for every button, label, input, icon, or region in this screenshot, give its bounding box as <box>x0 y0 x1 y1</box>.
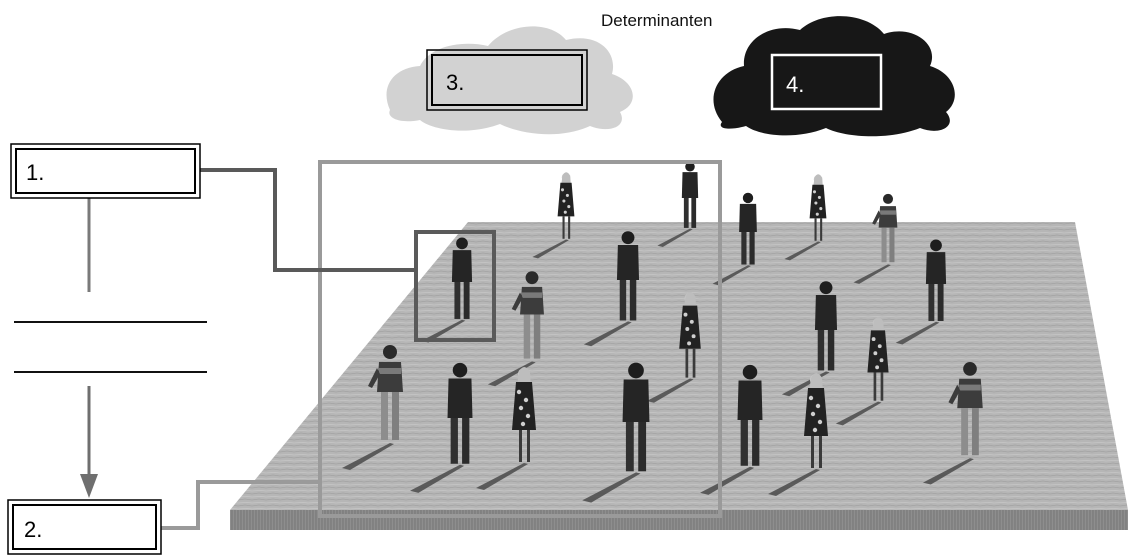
person-figure-man <box>583 231 640 347</box>
platform-side <box>230 510 1128 530</box>
label-box-4-text: 4. <box>786 72 804 97</box>
label-box-1: 1. <box>10 143 201 199</box>
person-figure-woman <box>835 317 889 426</box>
cloud-dark <box>713 16 955 137</box>
label-box-1-text: 1. <box>26 160 44 185</box>
label-box-4: 4. <box>770 53 883 111</box>
person-figure-woman <box>784 174 827 261</box>
label-box-2-text: 2. <box>24 517 42 542</box>
people-group <box>342 161 983 503</box>
person-figure-man <box>895 239 947 345</box>
label-box-3: 3. <box>426 49 588 111</box>
person-figure-boy <box>342 345 403 470</box>
population-frame <box>318 160 722 518</box>
label-box-2: 2. <box>7 499 162 555</box>
person-figure-man <box>410 362 473 493</box>
platform-top <box>230 222 1128 510</box>
person-figure-man <box>421 237 473 343</box>
person-figure-woman <box>476 367 536 490</box>
connector-box2-population <box>160 480 320 530</box>
label-box-3-text: 3. <box>446 70 464 95</box>
person-figure-woman <box>768 373 828 496</box>
person-figure-man <box>582 362 650 503</box>
diagram-title: Determinanten <box>601 11 713 30</box>
arrow-down-icon <box>80 474 98 498</box>
person-figure-boy <box>853 193 898 284</box>
person-figure-man <box>657 161 699 247</box>
person-figure-boy <box>922 362 983 485</box>
person-figure-man <box>712 192 757 286</box>
person-figure-woman <box>646 292 701 403</box>
person-figure-woman <box>532 172 575 259</box>
person-figure-man <box>700 364 763 495</box>
connector-box1-individual <box>200 168 416 272</box>
individual-frame <box>414 230 496 342</box>
cloud-light <box>386 26 633 135</box>
